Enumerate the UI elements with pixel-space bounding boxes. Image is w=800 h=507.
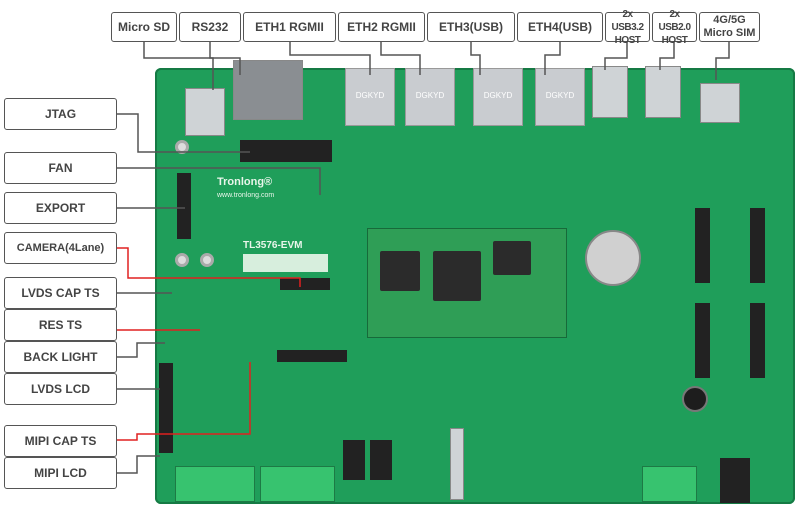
eth2-jack: DGKYD [405, 68, 455, 126]
som-module [367, 228, 567, 338]
sim-slot [700, 83, 740, 123]
model-silkscreen: TL3576-EVM [243, 240, 303, 251]
eth4-jack: DGKYD [535, 68, 585, 126]
rs232-connector [233, 60, 303, 120]
label-lvds-lcd: LVDS LCD [4, 373, 117, 405]
label-area [243, 254, 328, 272]
evm-board-image: DGKYD DGKYD DGKYD DGKYD Tronlong® www.tr… [155, 60, 795, 504]
dc-jack [720, 458, 750, 503]
audio-jack-1 [343, 440, 365, 480]
coin-battery [585, 230, 641, 286]
label-jtag: JTAG [4, 98, 117, 130]
leader-eth3 [470, 42, 481, 75]
lvds-lcd-header [159, 363, 173, 453]
mount-hole [175, 253, 189, 267]
usb20-port [645, 66, 681, 118]
label-export: EXPORT [4, 192, 117, 224]
fpc-connector-1 [695, 208, 710, 283]
leader-eth2 [380, 42, 421, 75]
label-back-light: BACK LIGHT [4, 341, 117, 373]
label-camera: CAMERA(4Lane) [4, 232, 117, 264]
terminal-block-3 [642, 466, 697, 502]
fpc-connector-4 [750, 303, 765, 378]
leader-micro-sd [143, 42, 214, 90]
leader-usb32 [604, 42, 628, 70]
leader-rs232 [209, 42, 241, 75]
leader-backlight [117, 342, 165, 358]
leader-mipi-lcd [117, 455, 160, 474]
jtag-header [240, 140, 332, 162]
label-mipi-lcd: MIPI LCD [4, 457, 117, 489]
eth1-jack: DGKYD [345, 68, 395, 126]
leader-mipi-cap [117, 362, 251, 441]
terminal-block-2 [260, 466, 335, 502]
capacitor [682, 386, 708, 412]
micro-sd-slot [185, 88, 225, 136]
label-eth1-rgmii: ETH1 RGMII [243, 12, 336, 42]
leader-jtag [117, 113, 250, 153]
url-silkscreen: www.tronlong.com [217, 192, 275, 199]
label-mipi-cap-ts: MIPI CAP TS [4, 425, 117, 457]
hdmi-port [450, 428, 464, 500]
mount-hole [200, 253, 214, 267]
export-connector [177, 173, 191, 239]
label-micro-sim: 4G/5G Micro SIM [699, 12, 760, 42]
label-usb32-host: 2x USB3.2 HOST [605, 9, 650, 46]
label-eth2-rgmii: ETH2 RGMII [338, 12, 425, 42]
fpc-connector-3 [695, 303, 710, 378]
eth3-jack: DGKYD [473, 68, 523, 126]
usb32-port [592, 66, 628, 118]
leader-eth1 [289, 42, 371, 75]
fpc-connector-2 [750, 208, 765, 283]
audio-jack-2 [370, 440, 392, 480]
label-usb20-host: 2x USB2.0 HOST [652, 9, 697, 46]
mipi-lcd-connector [277, 350, 347, 362]
leader-usb20 [659, 42, 675, 70]
leader-camera [117, 247, 301, 287]
brand-silkscreen: Tronlong® [217, 176, 273, 188]
label-micro-sd: Micro SD [111, 12, 177, 42]
leader-fan [117, 167, 321, 195]
label-eth4-usb: ETH4(USB) [517, 12, 603, 42]
label-lvds-cap-ts: LVDS CAP TS [4, 277, 117, 309]
leader-eth4 [544, 42, 561, 75]
label-res-ts: RES TS [4, 309, 117, 341]
label-eth3-usb: ETH3(USB) [427, 12, 515, 42]
camera-connector [280, 278, 330, 290]
label-rs232: RS232 [179, 12, 241, 42]
label-fan: FAN [4, 152, 117, 184]
leader-sim [715, 42, 730, 80]
terminal-block-1 [175, 466, 255, 502]
